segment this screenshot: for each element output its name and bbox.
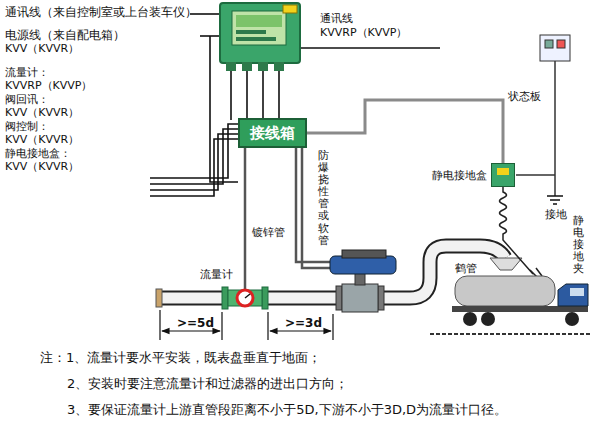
- status-board: [516, 174, 555, 176]
- cable-label: 通讯线（来自控制室或上台装车仪）: [5, 6, 197, 20]
- controller: [232, 11, 286, 45]
- static-clamp: [500, 187, 543, 280]
- status-board: [516, 35, 570, 204]
- part-label: 状态板: [508, 90, 541, 103]
- pipeline: [156, 246, 505, 307]
- controller: [242, 62, 252, 71]
- dimension: [162, 330, 220, 331]
- dimension: [160, 310, 333, 340]
- part-label: 流量计: [200, 268, 233, 281]
- pipeline: [156, 289, 162, 307]
- flow-meter: [222, 287, 268, 309]
- galvanized-pipe: [244, 146, 247, 289]
- ground-box-symbol: [491, 163, 515, 187]
- flow-meter: [237, 290, 253, 306]
- part-label: 防爆挠性管或软管: [318, 150, 329, 247]
- cable: [150, 129, 238, 184]
- tank-truck: [430, 333, 592, 335]
- node-text: 接线箱: [250, 124, 295, 142]
- tank-truck: [455, 276, 555, 306]
- valve: [378, 286, 384, 310]
- note: 3、要保证流量计上游直管段距离不小于5D,下游不小于3D,D为流量计口径。: [67, 402, 507, 418]
- part-label: 镀锌管: [252, 226, 285, 239]
- valve: [342, 250, 386, 258]
- cable: [278, 70, 280, 120]
- dimension: >=5d: [177, 316, 214, 330]
- flow-meter: [228, 290, 262, 306]
- cable: [150, 139, 238, 196]
- ex-badge: [497, 168, 509, 175]
- cable-label: 通讯线: [320, 12, 353, 25]
- controller: [283, 5, 297, 13]
- flow-meter: [222, 287, 228, 309]
- cable: [150, 134, 238, 190]
- controller: [236, 15, 282, 27]
- cable-type: KVV（KVVR）: [5, 106, 79, 119]
- status-board: [557, 40, 565, 48]
- dimension: [270, 330, 331, 331]
- node-text: 静电接地盒: [432, 168, 487, 183]
- flow-meter: [245, 294, 250, 298]
- controller: [236, 30, 266, 34]
- cable-label: 阀控制：: [5, 120, 49, 133]
- cable-label: 静电接地盒：: [5, 147, 71, 160]
- tank-truck: [452, 306, 588, 312]
- valve: [355, 273, 365, 285]
- controller: [236, 37, 276, 41]
- part-label: 静电接地夹: [573, 215, 584, 275]
- dimension: [160, 310, 333, 340]
- part-label: 鹤管: [455, 262, 477, 275]
- funnel: [490, 258, 522, 270]
- status-board: [547, 196, 563, 204]
- cable-label: 阀回讯：: [5, 93, 49, 106]
- cable-type: KVVRP（KVVP）: [320, 26, 407, 39]
- tank-truck: [481, 312, 495, 326]
- flow-meter: [262, 287, 268, 309]
- valve: [336, 286, 342, 310]
- pipeline: [160, 246, 505, 298]
- static-clamp: [500, 187, 534, 274]
- galvanized-pipe: [245, 146, 332, 289]
- controller: [220, 3, 300, 63]
- cable: [300, 47, 440, 49]
- pipeline: [160, 246, 505, 298]
- cable: [262, 70, 264, 120]
- controller: [226, 62, 236, 71]
- cable: [246, 70, 248, 120]
- cable: [150, 124, 238, 178]
- controller: [220, 3, 300, 71]
- controller: [258, 62, 268, 71]
- status-board: [545, 40, 553, 48]
- valve: [330, 256, 396, 274]
- controller: [274, 62, 284, 71]
- dimension: >=3d: [285, 316, 322, 330]
- cable-type: KVV（KVVR）: [5, 160, 79, 173]
- tank-truck: [558, 284, 588, 306]
- cable-type: KVV（KVVR）: [5, 133, 79, 146]
- valve: [330, 250, 396, 312]
- note: 2、安装时要注意流量计和过滤器的进出口方向；: [67, 376, 348, 392]
- cable-label: 流量计：: [5, 66, 49, 79]
- tank-truck: [565, 312, 579, 326]
- tank-truck: [430, 276, 592, 334]
- galvanized-pipe: [302, 146, 332, 268]
- part-label: 接地: [545, 208, 567, 221]
- junction-box: 接线箱: [238, 118, 307, 148]
- status-board: [540, 35, 570, 61]
- funnel: [490, 258, 522, 270]
- cable-type: KVV（KVVR）: [5, 42, 79, 55]
- static-ground-box: 静电接地盒: [432, 163, 515, 187]
- valve: [342, 284, 378, 312]
- note: 注：1、流量计要水平安装，既表盘垂直于地面；: [40, 350, 321, 366]
- cable: [230, 70, 232, 120]
- conduit: [307, 100, 503, 163]
- cable-label: 电源线（来自配电箱）: [5, 29, 125, 43]
- tank-truck: [570, 288, 584, 296]
- tank-truck: [463, 312, 477, 326]
- cable-type: KVVRP（KVVP）: [5, 79, 92, 92]
